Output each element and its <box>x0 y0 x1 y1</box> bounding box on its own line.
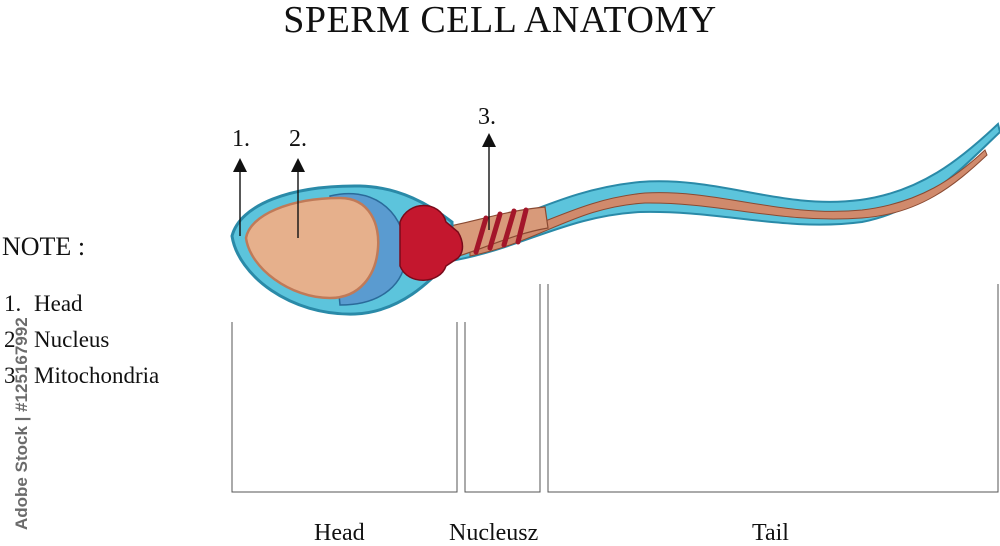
note-item-label: Nucleus <box>34 327 110 352</box>
note-item: 1. Head <box>4 286 159 322</box>
section-label-nucleus: Nucleusz <box>449 520 539 546</box>
nucleus-shape <box>244 196 380 300</box>
note-item-number: 2 <box>4 327 16 352</box>
note-item-number: 1. <box>4 291 22 316</box>
note-heading: NOTE : <box>2 232 86 261</box>
note-item: 2 Nucleus <box>4 322 159 358</box>
section-label-tail: Tail <box>752 520 789 546</box>
watermark: Adobe Stock | #125167992 <box>12 317 31 530</box>
tail-membrane <box>444 122 1000 264</box>
tail-section-bracket <box>547 284 999 493</box>
head-section-bracket <box>231 322 458 493</box>
nucleus-section-bracket <box>464 284 541 493</box>
centriole-region <box>399 204 464 281</box>
page-title: SPERM CELL ANATOMY <box>283 0 717 41</box>
note-item-label: Head <box>34 291 83 316</box>
mitochondria-stripes <box>473 207 529 255</box>
callout-label-3: 3. <box>478 104 496 130</box>
note-item-label: Mitochondria <box>34 363 160 388</box>
section-label-head: Head <box>314 520 365 546</box>
note-item-number: 3 <box>4 363 16 388</box>
callout-label-2: 2. <box>289 126 307 152</box>
note-list: 1. Head 2 Nucleus 3 Mitochondria <box>4 286 159 394</box>
note-item: 3 Mitochondria <box>4 358 159 394</box>
callout-label-1: 1. <box>232 126 250 152</box>
tail-core <box>469 149 988 257</box>
